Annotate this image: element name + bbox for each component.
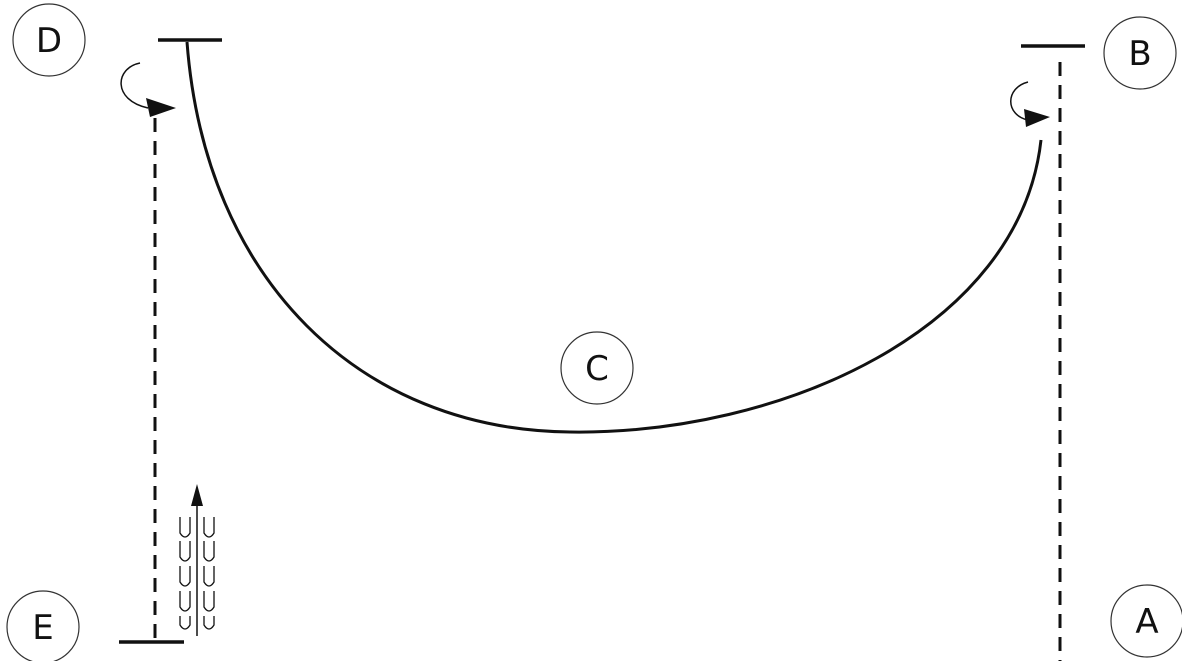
upward-arrow-icon <box>191 484 203 636</box>
point-label-d: D <box>12 3 86 77</box>
point-label-b-text: B <box>1128 34 1151 74</box>
turn-arrow-icon <box>120 62 176 117</box>
point-label-a: A <box>1110 584 1182 658</box>
point-label-d-text: D <box>36 21 62 61</box>
point-label-e: E <box>6 590 80 661</box>
curve-b-c-d <box>185 41 1043 434</box>
point-label-e-text: E <box>32 608 53 648</box>
point-label-c: C <box>560 331 634 405</box>
turn-arrow-icon <box>1010 81 1050 127</box>
footprints-icon <box>179 517 215 630</box>
point-label-c-text: C <box>585 349 609 389</box>
point-label-a-text: A <box>1135 602 1158 642</box>
point-label-b: B <box>1103 16 1177 90</box>
